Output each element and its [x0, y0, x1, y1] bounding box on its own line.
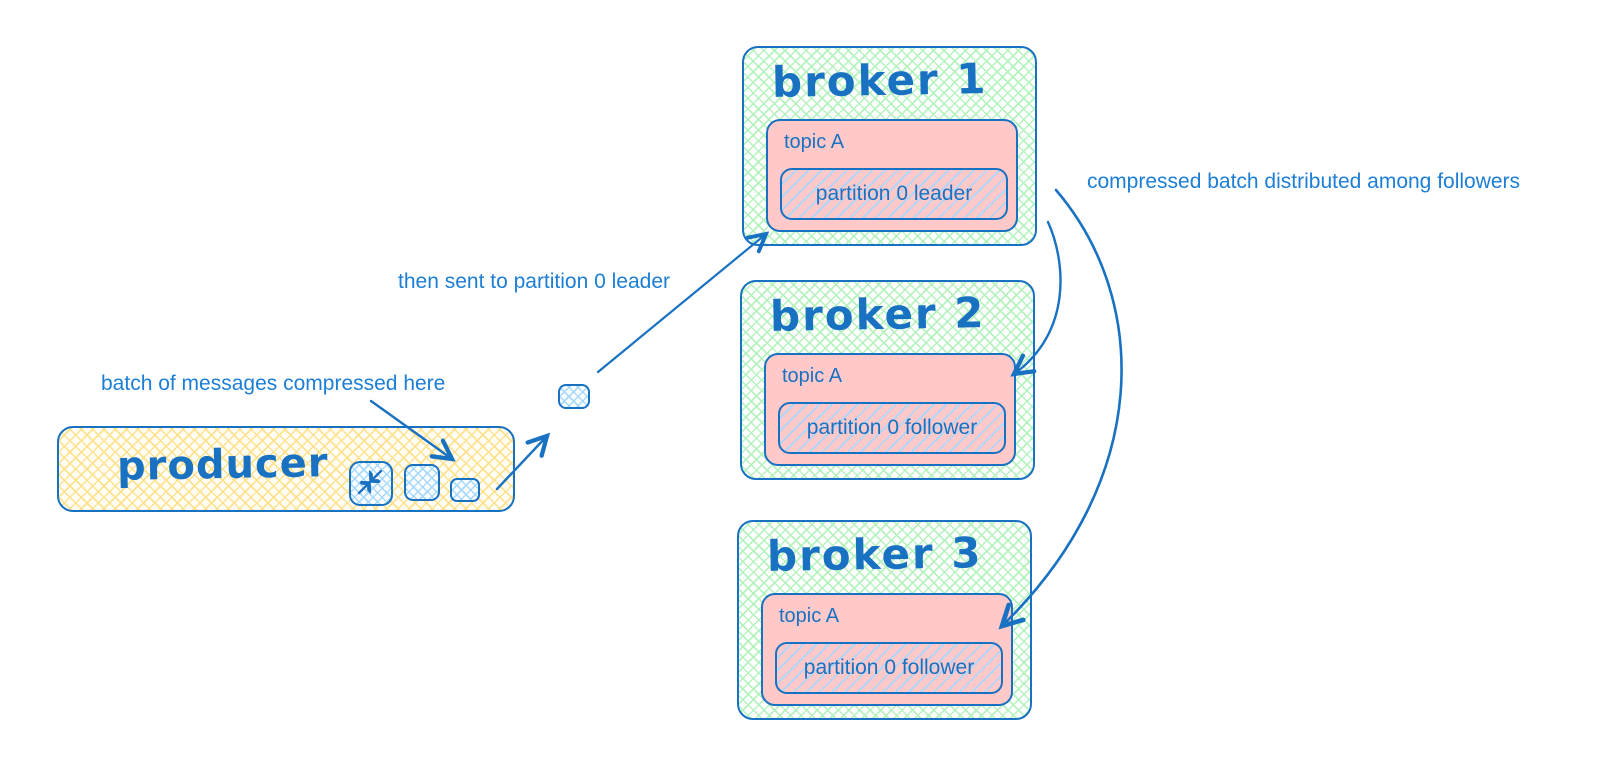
broker-2-box: broker 2 topic A partition 0 follower — [740, 280, 1035, 480]
broker-1-partition-box: partition 0 leader — [780, 168, 1008, 220]
broker-1-topic-label: topic A — [784, 131, 845, 153]
annotation-batch-compressed: batch of messages compressed here — [101, 372, 446, 395]
broker-2-topic-box: topic A partition 0 follower — [764, 353, 1016, 466]
annotation-distributed-followers: compressed batch distributed among follo… — [1087, 170, 1521, 193]
broker-2-topic-label: topic A — [782, 365, 843, 387]
broker-2-title: broker 2 — [769, 288, 986, 341]
compressed-batch-box — [558, 384, 590, 409]
broker-3-topic-box: topic A partition 0 follower — [761, 593, 1013, 706]
broker-3-topic-label: topic A — [779, 605, 840, 627]
broker-1-partition-label: partition 0 leader — [815, 182, 973, 205]
broker-2-partition-box: partition 0 follower — [778, 402, 1006, 454]
compress-arrows-icon — [357, 463, 383, 503]
broker-1-box: broker 1 topic A partition 0 leader — [742, 46, 1037, 246]
message-box-medium — [404, 464, 440, 501]
broker-1-topic-box: topic A partition 0 leader — [766, 119, 1018, 232]
broker-1-title: broker 1 — [771, 54, 988, 107]
producer-title: producer — [116, 440, 329, 490]
message-box-small — [450, 478, 480, 502]
broker-3-partition-label: partition 0 follower — [803, 656, 975, 679]
compress-batch-box — [349, 461, 393, 506]
broker-3-box: broker 3 topic A partition 0 follower — [737, 520, 1032, 720]
broker-3-title: broker 3 — [766, 528, 983, 581]
producer-box: producer — [57, 426, 515, 512]
broker-3-partition-box: partition 0 follower — [775, 642, 1003, 694]
annotation-sent-to-leader: then sent to partition 0 leader — [398, 270, 671, 293]
broker-2-partition-label: partition 0 follower — [806, 416, 978, 439]
